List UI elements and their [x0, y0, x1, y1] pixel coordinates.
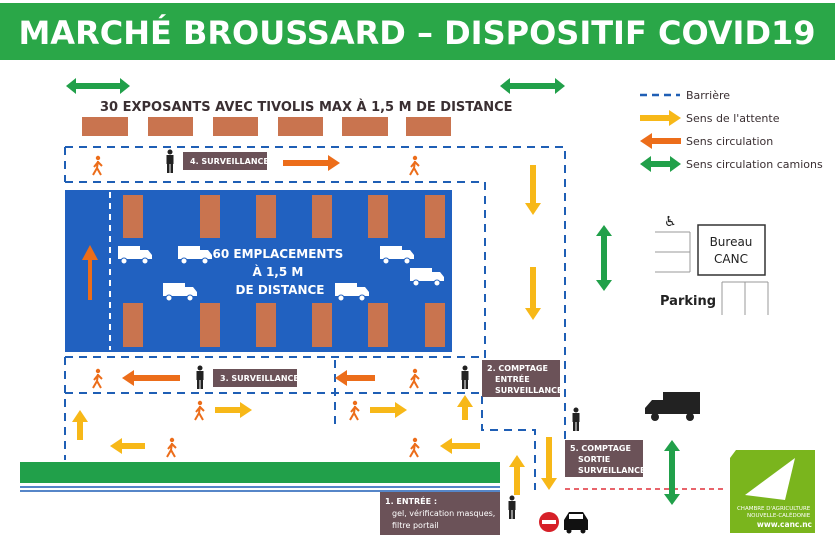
delivery-truck-icon [645, 392, 700, 421]
station-4-label: 4. SURVEILLANCE [183, 152, 269, 170]
svg-text:4. SURVEILLANCE: 4. SURVEILLANCE [190, 157, 269, 166]
truck-circulation-arrow-top-left [66, 78, 130, 94]
legend-barrier-label: Barrière [686, 89, 730, 102]
inner-stalls [123, 195, 445, 347]
green-zone [20, 462, 500, 483]
parking-area-label: 60 EMPLACEMENTS À 1,5 M DE DISTANCE [213, 247, 348, 297]
truck-circulation-arrow-top-right [500, 78, 565, 94]
circulation-arrow-left [335, 370, 375, 386]
parking-label: Parking [660, 294, 716, 309]
parking-spaces [655, 231, 769, 315]
canc-logo: CHAMBRE D'AGRICULTURE NOUVELLE-CALÉDONIE… [730, 450, 815, 533]
circulation-arrow-left [122, 370, 180, 386]
wheelchair-icon: ♿ [664, 214, 677, 230]
svg-text:1. ENTRÉE :gel, vérification m: 1. ENTRÉE :gel, vérification masques,fil… [385, 495, 495, 530]
no-entry-icon [539, 512, 559, 532]
svg-text:CHAMBRE D'AGRICULTURE NO: CHAMBRE D'AGRICULTURE NOUVELLE-CALÉDONIE… [737, 506, 812, 529]
legend: Barrière Sens de l'attente Sens circulat… [640, 89, 823, 172]
legend-truck-label: Sens circulation camions [686, 158, 823, 171]
svg-text:3. SURVEILLANCE: 3. SURVEILLANCE [220, 374, 299, 383]
legend-circulation-label: Sens circulation [686, 135, 773, 148]
legend-waiting-swatch [640, 110, 681, 126]
header-bar [0, 3, 835, 60]
canc-logo-mark [745, 458, 795, 500]
truck-circulation-arrow-vertical [664, 440, 680, 505]
truck-circulation-arrow-vertical [596, 225, 612, 291]
circulation-arrow-up [82, 245, 98, 300]
exhibitors-note: 30 EXPOSANTS AVEC TIVOLIS MAX À 1,5 M DE… [100, 99, 513, 115]
legend-circulation-swatch [640, 133, 681, 149]
barriers [64, 146, 566, 490]
car-icon [564, 512, 588, 534]
page-title: MARCHÉ BROUSSARD – DISPOSITIF COVID19 [18, 14, 815, 52]
station-1-label: 1. ENTRÉE :gel, vérification masques,fil… [380, 492, 500, 535]
legend-truck-swatch [640, 156, 681, 172]
legend-waiting-label: Sens de l'attente [686, 112, 780, 125]
exhibitor-stalls-row [82, 117, 451, 136]
waiting-direction-arrows [72, 165, 557, 495]
circulation-arrow-right [283, 155, 340, 171]
station-3-label: 3. SURVEILLANCE [213, 369, 299, 387]
